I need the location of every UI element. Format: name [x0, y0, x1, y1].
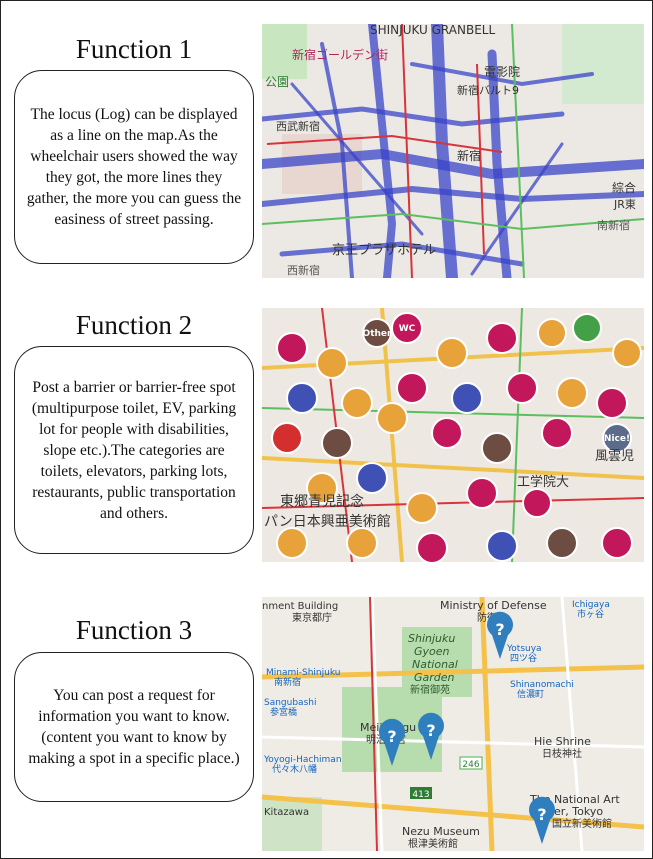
label-nezu-museum-jp: 根津美術館 — [408, 837, 458, 850]
map-spot-pins: Other WC Nice! — [262, 308, 644, 562]
pin-nice-label: Nice! — [604, 434, 630, 444]
label-theater: 電影院 — [484, 65, 520, 79]
label-hie-shrine-jp: 日枝神社 — [542, 747, 582, 760]
function-1-description: The locus (Log) can be displayed as a li… — [14, 70, 254, 264]
label-shinjuku-gyoen-jp: 新宿御苑 — [410, 683, 450, 696]
label-minami-shinjuku-jp: 南新宿 — [274, 676, 301, 688]
label-sangubashi-jp: 参宮橋 — [270, 706, 297, 718]
label-yotsuya-jp: 四ツ谷 — [510, 653, 537, 664]
label-shinjuku-gyoen-2: Gyoen — [414, 645, 450, 658]
label-park: 公園 — [265, 75, 289, 89]
label-govt-building: nment Building — [262, 601, 338, 612]
label-tocho: 東京都庁 — [292, 611, 332, 624]
label-sompo-museum: パン日本興亜美術館 — [264, 513, 391, 530]
label-ministry-defense: Ministry of Defense — [440, 599, 547, 612]
map-log-lines: SHINJUKU GRANBELL 新宿ゴールデン街 公園 西武新宿 新宿バルト… — [262, 24, 644, 278]
label-hie-shrine: Hie Shrine — [534, 735, 591, 748]
function-2-title: Function 2 — [75, 310, 193, 340]
label-kitazawa: Kitazawa — [264, 807, 309, 818]
label-shinjuku-gyoen-4: Garden — [414, 671, 455, 684]
label-shinjuku: 新宿 — [457, 148, 481, 163]
label-seibu-shinjuku: 西武新宿 — [276, 119, 320, 133]
label-shinjuku-gyoen-3: National — [412, 658, 458, 671]
label-sangubashi: Sangubashi — [264, 698, 316, 708]
route-413-shield: 413 — [412, 790, 429, 800]
label-yoyogi-hachiman: Yoyogi-Hachiman — [263, 755, 342, 765]
question-pin-2[interactable]: ? — [387, 727, 396, 746]
label-minami-shinjuku: Minami-Shinjuku — [266, 668, 340, 678]
label-nishi-shinjuku: 西新宿 — [287, 263, 320, 277]
route-246-shield: 246 — [462, 760, 479, 770]
label-golden-gai: 新宿ゴールデン街 — [292, 47, 388, 62]
label-kogakuin: 工学院大 — [517, 474, 569, 490]
label-yotsuya: Yotsuya — [506, 644, 542, 654]
map-request-spots: nment Building 東京都庁 Ministry of Defense … — [262, 597, 644, 851]
pin-wc-label: WC — [399, 324, 416, 334]
label-national-art-jp: 国立新美術館 — [552, 817, 612, 830]
label-shinjuku-gyoen-1: Shinjuku — [408, 632, 455, 645]
function-3-description: You can post a request for information y… — [14, 652, 254, 802]
label-shinanomachi: Shinanomachi — [510, 680, 574, 690]
label-shinanomachi-jp: 信濃町 — [517, 688, 544, 700]
label-minami-shinjuku: 南新宿 — [597, 218, 630, 232]
label-baruto9: 新宿バルト9 — [457, 83, 519, 97]
pin-other-label: Other — [363, 329, 392, 339]
label-sogo: 綜合 — [612, 180, 636, 195]
label-yoyogi-hachiman-jp: 代々木八幡 — [272, 763, 317, 775]
question-pin-1[interactable]: ? — [495, 620, 504, 639]
label-ichigaya: Ichigaya — [572, 600, 610, 610]
label-nezu-museum: Nezu Museum — [402, 825, 480, 838]
function-3-title: Function 3 — [75, 615, 193, 645]
label-shinjuku-granbell: SHINJUKU GRANBELL — [370, 24, 495, 37]
label-national-art-2: er, Tokyo — [554, 805, 603, 818]
question-pin-4[interactable]: ? — [537, 805, 546, 824]
function-2-description: Post a barrier or barrier-free spot (mul… — [14, 346, 254, 554]
label-keio-plaza: 京王プラザホテル — [332, 243, 436, 258]
label-seiji-togo: 東郷青児記念 — [280, 493, 364, 510]
question-pin-3[interactable]: ? — [426, 721, 435, 740]
function-1-title: Function 1 — [75, 34, 193, 64]
label-fuunji: 風雲児 — [595, 449, 634, 464]
label-jr-east: JR東 — [613, 198, 636, 211]
label-ichigaya-jp: 市ヶ谷 — [577, 608, 604, 620]
